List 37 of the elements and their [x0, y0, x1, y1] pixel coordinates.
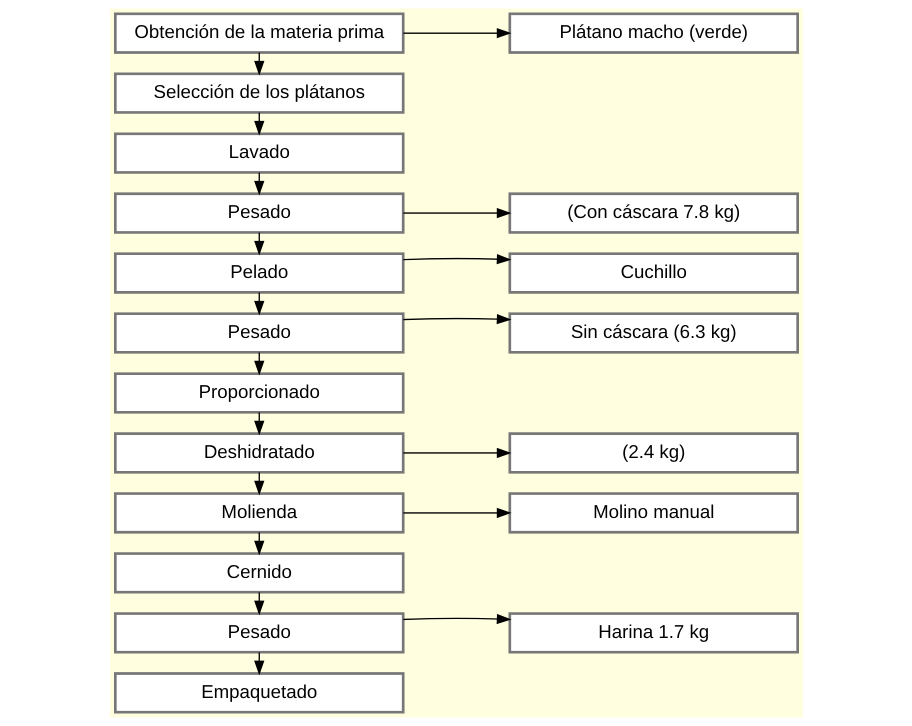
node-box: Cuchillo — [508, 252, 798, 294]
node-box: Cernido — [114, 552, 404, 594]
node-box: Empaquetado — [114, 672, 404, 714]
arrow — [254, 652, 264, 676]
arrow — [254, 232, 264, 256]
arrow — [254, 472, 264, 496]
node-box: Lavado — [114, 132, 404, 174]
arrow — [402, 448, 511, 458]
node-box: Plátano macho (verde) — [508, 12, 798, 54]
node-box: Sin cáscara (6.3 kg) — [508, 312, 798, 354]
arrow — [254, 592, 264, 616]
arrow — [402, 508, 511, 518]
arrow — [254, 172, 264, 196]
node-box: Selección de los plátanos — [114, 72, 404, 114]
arrow — [254, 532, 264, 556]
arrow — [402, 254, 511, 264]
node-box: Proporcionado — [114, 372, 404, 414]
node-box: Pelado — [114, 252, 404, 294]
node-box: Obtención de la materia prima — [114, 12, 404, 54]
node-box: Deshidratado — [114, 432, 404, 474]
arrow — [254, 412, 264, 436]
node-box: (2.4 kg) — [508, 432, 798, 474]
arrow — [402, 28, 511, 38]
arrow — [254, 292, 264, 316]
node-box: Molino manual — [508, 492, 798, 534]
node-box: Harina 1.7 kg — [508, 612, 798, 654]
arrow — [254, 352, 264, 376]
node-box: (Con cáscara 7.8 kg) — [508, 192, 798, 234]
arrow — [402, 614, 511, 624]
arrow — [254, 112, 264, 136]
arrow — [254, 52, 264, 76]
node-box: Pesado — [114, 312, 404, 354]
node-box: Pesado — [114, 612, 404, 654]
node-box: Molienda — [114, 492, 404, 534]
node-box: Pesado — [114, 192, 404, 234]
arrow — [402, 314, 511, 324]
arrow — [402, 208, 511, 218]
